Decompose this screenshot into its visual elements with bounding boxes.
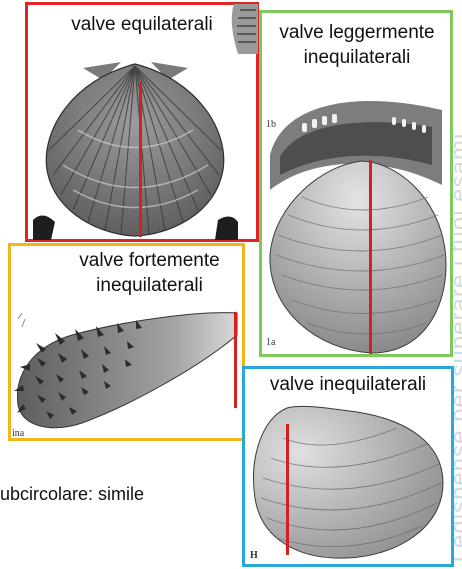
clam-shell-illustration [262, 95, 447, 355]
figure-label-1a: 1a [266, 337, 275, 348]
spiny-shell-illustration [12, 305, 242, 437]
elongated-clam-illustration [247, 398, 447, 563]
symmetry-axis-line [234, 312, 237, 408]
caption-text: ubcircolare: simile [0, 484, 144, 505]
symmetry-axis-line [139, 82, 142, 237]
figure-label-ina: ina [12, 428, 24, 439]
panel-title-equilateral: valve equilaterali [25, 14, 259, 36]
scallop-shell-illustration [33, 50, 238, 240]
symmetry-axis-line [286, 424, 289, 555]
panel-title-slightly-inequilateral-2: inequilaterali [259, 47, 455, 69]
symmetry-axis-line [369, 160, 372, 354]
panel-title-slightly-inequilateral-1: valve leggermente [259, 22, 455, 44]
panel-title-strongly-inequilateral-2: inequilaterali [52, 275, 247, 297]
figure-label-1b: 1b [266, 119, 276, 130]
figure-label-h: H [250, 550, 258, 561]
panel-title-strongly-inequilateral-1: valve fortemente [52, 250, 247, 272]
panel-title-inequilateral: valve inequilaterali [245, 374, 451, 396]
